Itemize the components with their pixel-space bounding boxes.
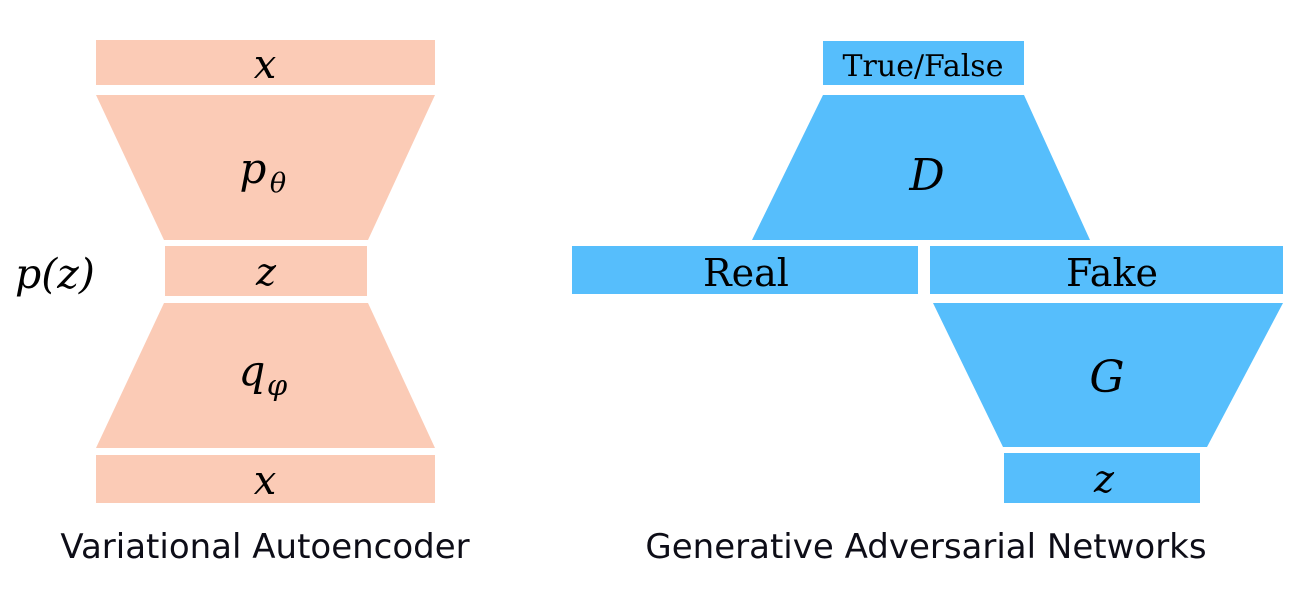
vae-bottom-input-label: x: [254, 458, 277, 504]
gan-output-shape: [823, 41, 1024, 85]
gan-generator-label: G: [1089, 352, 1124, 403]
gan-discriminator-block[interactable]: D: [752, 95, 1090, 240]
vae-latent-block[interactable]: z: [165, 246, 367, 296]
vae-caption: Variational Autoencoder: [60, 527, 469, 567]
vae-top-input-label: x: [254, 42, 277, 88]
vae-latent-shape: [165, 246, 367, 296]
vae-decoder-label: p: [240, 144, 267, 193]
vae-panel: x p θ z q φ x: [15, 40, 470, 567]
gan-generator-shape: [933, 303, 1283, 447]
gan-noise-block[interactable]: z: [1004, 453, 1200, 503]
gan-real-label: Real: [703, 251, 789, 295]
vae-bottom-input-block[interactable]: x: [96, 455, 435, 504]
gan-real-shape: [572, 246, 918, 294]
gan-discriminator-shape: [752, 95, 1090, 240]
vae-prior-annotation: p(z): [15, 250, 95, 298]
gan-caption: Generative Adversarial Networks: [645, 527, 1206, 567]
gan-real-block[interactable]: Real: [572, 246, 918, 295]
gan-noise-shape: [1004, 453, 1200, 503]
vae-top-input-shape: [96, 40, 435, 85]
vae-decoder-shape: [96, 95, 435, 240]
gan-noise-label: z: [1093, 457, 1115, 501]
vae-latent-label: z: [255, 250, 277, 294]
vae-encoder-subscript-label: φ: [267, 368, 288, 402]
vae-decoder-block[interactable]: p θ: [96, 95, 435, 240]
vae-encoder-block[interactable]: q φ: [96, 303, 435, 448]
gan-panel: True/False D Real Fake G: [572, 41, 1283, 567]
gan-fake-block[interactable]: Fake: [930, 246, 1283, 295]
gan-generator-block[interactable]: G: [933, 303, 1283, 447]
gan-fake-label: Fake: [1066, 251, 1158, 295]
gan-output-block[interactable]: True/False: [823, 41, 1024, 85]
vae-top-input-block[interactable]: x: [96, 40, 435, 88]
gan-output-label: True/False: [843, 49, 1004, 84]
vae-decoder-subscript-label: θ: [270, 168, 286, 199]
gan-discriminator-label: D: [908, 150, 944, 201]
vae-bottom-input-shape: [96, 455, 435, 503]
vae-encoder-shape: [96, 303, 435, 448]
gan-fake-shape: [930, 246, 1283, 294]
vae-encoder-label: q: [239, 346, 266, 395]
